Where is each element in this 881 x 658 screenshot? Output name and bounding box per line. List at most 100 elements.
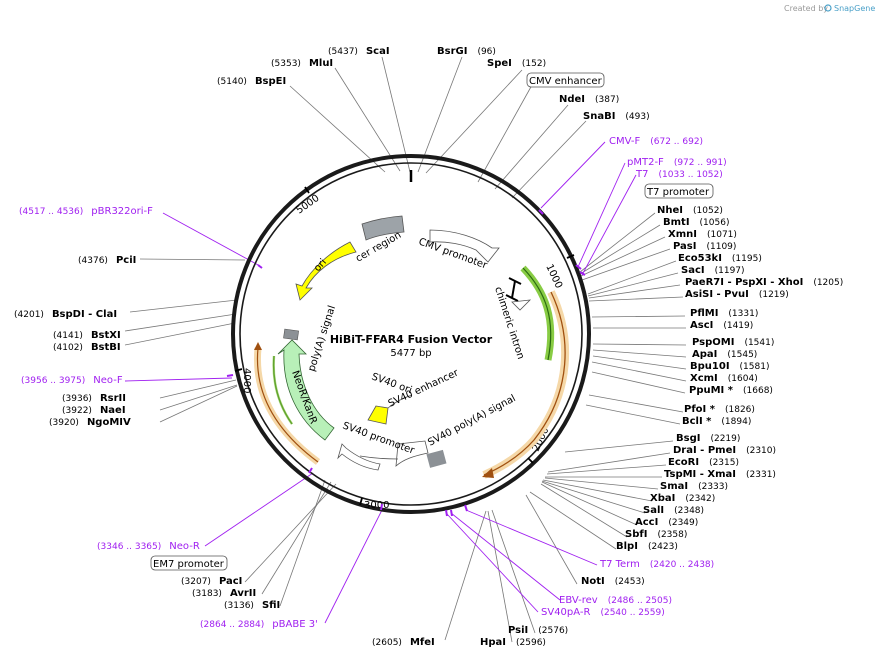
primer-label-name: pBABE 3' xyxy=(272,619,318,630)
enzyme-left-name: AvrII xyxy=(230,588,256,599)
enzyme-right-position: (2310) xyxy=(746,446,776,456)
feature-terminator-right xyxy=(426,449,447,468)
enzyme-right-position: (1545) xyxy=(727,350,757,360)
enzyme-right-position: (1071) xyxy=(707,230,737,240)
backbone-outer xyxy=(231,154,591,514)
enzyme-left-5: (4141)BstXI xyxy=(53,330,121,341)
primer-label-3: T7 Term(2420 .. 2438) xyxy=(599,559,714,570)
enzyme-left-11: (3183) AvrII xyxy=(192,588,256,599)
primer-label-position: (972 .. 991) xyxy=(674,158,727,168)
enzyme-right-position: (1826) xyxy=(725,405,755,415)
enzyme-right-3: SnaBI(493) xyxy=(583,111,650,122)
enzyme-right-name: PspOMI xyxy=(692,337,734,348)
enzyme-right-22: DraI - PmeI(2310) xyxy=(673,445,776,456)
enzyme-right-position: (2331) xyxy=(746,470,776,480)
credit-prefix: Created by xyxy=(784,4,828,13)
enzyme-left-position: (3920) xyxy=(49,418,79,428)
enzyme-left-position: (4201) xyxy=(14,310,44,320)
enzyme-right-name: XbaI xyxy=(650,493,675,504)
enzyme-right-29: SbfI(2358) xyxy=(625,529,687,540)
primer-label-7: (3346 .. 3365)Neo-R xyxy=(97,541,200,552)
enzyme-left-position: (5437) xyxy=(328,47,358,57)
plasmid-size: 5477 bp xyxy=(390,348,431,359)
enzyme-left-12: (3136) SfiI xyxy=(224,600,280,611)
enzyme-right-position: (2342) xyxy=(685,494,715,504)
enzyme-right-10: PaeR7I - PspXI - XhoI(1205) xyxy=(685,277,843,288)
enzyme-right-position: (1894) xyxy=(721,417,751,427)
enzyme-right-name: PpuMI * xyxy=(689,385,734,396)
enzyme-right-26: XbaI (2342) xyxy=(650,493,715,504)
enzyme-left-name: BstBI xyxy=(91,342,121,353)
enzyme-right-9: SacI(1197) xyxy=(681,265,745,276)
enzyme-left-position: (4141) xyxy=(53,331,83,341)
enzyme-right-name: XmnI xyxy=(668,229,697,240)
enzyme-right-name: NotI xyxy=(581,576,605,587)
tick-marks xyxy=(234,186,575,506)
enzyme-right-name: SbfI xyxy=(625,529,647,540)
enzyme-right-14: PspOMI (1541) xyxy=(692,337,774,348)
enzyme-left-name: PciI xyxy=(116,255,136,266)
enzyme-left-8: (3922)NaeI xyxy=(62,405,126,416)
primer-label-name: CMV-F xyxy=(609,136,640,147)
enzyme-left-13: (2605)MfeI xyxy=(372,637,435,648)
enzyme-labels-right: BsrGI(96)SpeI(152)NdeI(387)SnaBI(493)Nhe… xyxy=(437,46,843,648)
enzyme-left-name: RsrII xyxy=(100,393,126,404)
enzyme-right-17: XcmI(1604) xyxy=(690,373,758,384)
primer-label-name: SV40pA-R xyxy=(541,607,590,618)
enzyme-right-position: (2315) xyxy=(709,458,739,468)
enzyme-right-name: NheI xyxy=(657,205,683,216)
enzyme-labels-left: (5437)ScaI(5353)MluI(5140)BspEI(4376)Pci… xyxy=(14,46,435,648)
enzyme-left-position: (3922) xyxy=(62,406,92,416)
enzyme-right-name: SalI xyxy=(643,505,664,516)
enzyme-right-position: (96) xyxy=(477,47,495,57)
enzyme-right-position: (1195) xyxy=(732,254,762,264)
primer-label-4: EBV-rev(2486 .. 2505) xyxy=(559,595,672,606)
enzyme-right-name: AscI xyxy=(690,320,713,331)
enzyme-right-name: BmtI xyxy=(663,217,690,228)
enzyme-right-name: TspMI - XmaI xyxy=(664,469,736,480)
label-sv40-ori: SV40 ori xyxy=(370,371,413,396)
enzyme-left-position: (3936) xyxy=(62,394,92,404)
enzyme-right-position: (152) xyxy=(522,59,546,69)
enzyme-right-2: NdeI(387) xyxy=(559,94,619,105)
enzyme-right-position: (1205) xyxy=(813,278,843,288)
enzyme-left-position: (5353) xyxy=(271,59,301,69)
enzyme-right-8: Eco53kI (1195) xyxy=(678,253,762,264)
enzyme-left-position: (3183) xyxy=(192,589,222,599)
enzyme-left-position: (4376) xyxy=(78,256,108,266)
enzyme-left-4: (4201) BspDI - ClaI xyxy=(14,309,117,320)
enzyme-right-name: PfoI * xyxy=(684,404,716,415)
primer-label-position: (4517 .. 4536) xyxy=(19,207,83,217)
enzyme-right-position: (1604) xyxy=(728,374,758,384)
enzyme-right-position: (2333) xyxy=(698,482,728,492)
enzyme-right-name: BclI * xyxy=(682,416,712,427)
primer-labels: CMV-F(672 .. 692)pMT2-F(972 .. 991)T7(10… xyxy=(19,136,727,630)
primer-label-name: EBV-rev xyxy=(559,595,598,606)
primer-label-name: pMT2-F xyxy=(627,157,664,168)
enzyme-right-12: PflMI(1331) xyxy=(690,308,758,319)
enzyme-left-name: BspEI xyxy=(255,76,286,87)
enzyme-left-position: (4102) xyxy=(53,343,83,353)
enzyme-right-30: BlpI(2423) xyxy=(616,541,678,552)
label-sv40-polya: SV40 poly(A) signal xyxy=(426,393,517,449)
enzyme-right-position: (1197) xyxy=(715,266,745,276)
enzyme-right-7: PasI(1109) xyxy=(673,241,736,252)
feature-neor-kanr xyxy=(277,339,335,441)
enzyme-left-name: SfiI xyxy=(262,600,280,611)
enzyme-left-name: BspDI - ClaI xyxy=(52,309,117,320)
enzyme-left-9: (3920)NgoMIV xyxy=(49,417,131,428)
plasmid-name: HiBiT-FFAR4 Fusion Vector xyxy=(330,333,493,346)
primer-label-5: SV40pA-R(2540 .. 2559) xyxy=(541,607,665,618)
enzyme-right-position: (1052) xyxy=(693,206,723,216)
enzyme-right-11: AsiSI - PvuI(1219) xyxy=(685,289,789,300)
enzyme-left-name: MfeI xyxy=(410,637,435,648)
boxed-cmv-enhancer: CMV enhancer xyxy=(526,72,605,88)
feature-sv40-polya xyxy=(395,440,429,467)
enzyme-right-position: (1541) xyxy=(744,338,774,348)
primer-label-name: pBR322ori-F xyxy=(91,206,153,217)
enzyme-right-name: Eco53kI xyxy=(678,253,722,264)
primer-label-name: Neo-R xyxy=(169,541,200,552)
primer-label-position: (1033 .. 1052) xyxy=(658,170,722,180)
enzyme-left-position: (3136) xyxy=(224,601,254,611)
